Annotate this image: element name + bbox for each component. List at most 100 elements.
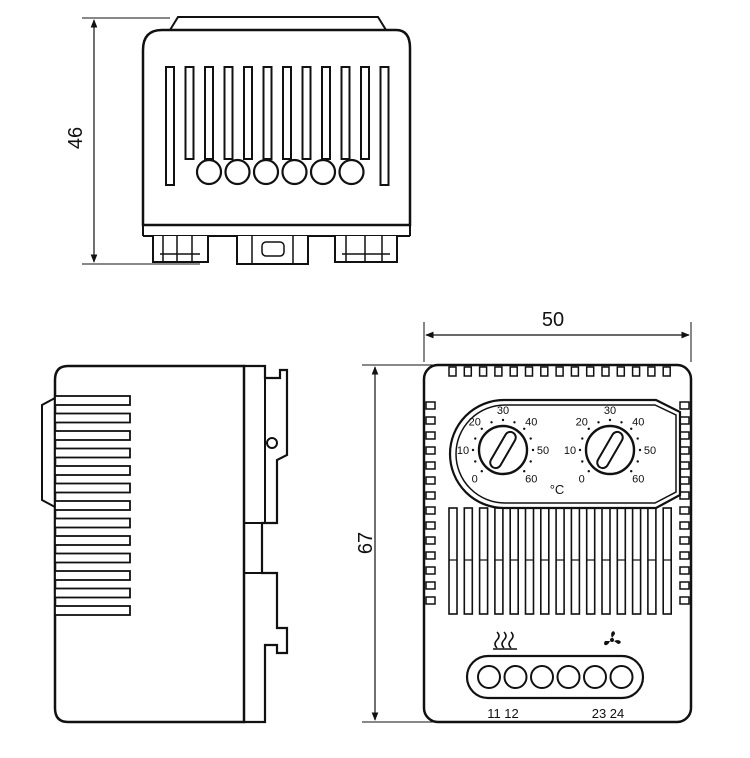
dial-tick — [523, 470, 526, 473]
terminal-hole — [252, 158, 280, 186]
vent-slot — [425, 476, 436, 485]
terminal-hole — [609, 665, 634, 689]
top-view: 46 — [65, 16, 412, 265]
vent-slot — [448, 366, 457, 377]
vent-slot — [570, 507, 581, 615]
terminal-hole — [195, 158, 223, 186]
dial-tick — [630, 470, 633, 473]
vent-slot — [509, 366, 518, 377]
dial-tick — [638, 448, 642, 452]
fan-icon — [604, 631, 621, 646]
vent-slot — [679, 566, 690, 575]
dial-scale-label: 10 — [564, 445, 576, 457]
vent-slot — [494, 366, 503, 377]
top-view-rail-clip-right — [334, 236, 398, 263]
dial-scale-label: 50 — [644, 445, 656, 457]
terminal-hole — [338, 158, 365, 186]
terminal-hole — [224, 158, 251, 186]
vent-slot — [478, 366, 488, 377]
terminal-label-11-12: 11 12 — [487, 706, 519, 721]
vent-slot — [282, 66, 292, 160]
vent-slot — [223, 66, 234, 160]
vent-slot — [679, 446, 690, 455]
vent-slot — [679, 416, 690, 425]
vent-slot — [647, 507, 657, 615]
dial-tick — [578, 448, 582, 452]
dial-scale-label: 20 — [469, 417, 481, 429]
vent-slot — [679, 461, 690, 470]
vent-slot — [616, 507, 627, 615]
vent-slot — [54, 465, 131, 476]
dial-scale-label: 50 — [537, 445, 549, 457]
side-view-rail-clip — [244, 364, 289, 724]
vent-slot — [679, 551, 690, 560]
vent-slot — [379, 66, 390, 186]
dial-tick — [490, 421, 493, 424]
vent-slot — [524, 366, 534, 377]
dimension-50: 50 — [542, 309, 564, 331]
terminal-holes — [477, 665, 634, 689]
vent-slot — [540, 366, 549, 377]
dial-scale-label: 40 — [525, 417, 537, 429]
vent-slot — [425, 491, 436, 500]
dial-scale-label: 30 — [497, 405, 509, 417]
vent-slot — [463, 366, 473, 377]
dial-scale-label: 60 — [632, 473, 644, 485]
vent-slot — [54, 605, 131, 616]
vent-slot — [679, 581, 690, 590]
vent-slot — [647, 366, 656, 377]
dial-scale-label: 60 — [525, 473, 537, 485]
dial-tick — [630, 427, 633, 430]
vent-slot — [463, 507, 474, 615]
dial-tick — [513, 421, 516, 424]
vent-slot — [425, 536, 436, 545]
vent-slot — [585, 507, 596, 615]
vent-slot — [616, 366, 626, 377]
vent-slot — [494, 507, 504, 615]
vent-slot — [679, 506, 690, 515]
dial-tick — [529, 460, 532, 463]
vent-slot — [54, 535, 131, 546]
vent-slot — [425, 551, 436, 560]
vent-slot — [165, 66, 175, 186]
heater-icon — [493, 631, 517, 650]
vent-slot — [631, 507, 642, 615]
terminal-hole — [530, 665, 554, 689]
top-view-rail-clip-left — [152, 236, 209, 263]
vent-slot — [679, 491, 690, 500]
dial-scale-label: 40 — [632, 417, 644, 429]
dial-tick — [587, 427, 590, 430]
dimension-67: 67 — [355, 532, 377, 554]
vent-slot — [555, 366, 564, 377]
dial-tick — [480, 470, 483, 473]
vent-slot — [509, 507, 520, 615]
front-view-side-slots — [425, 401, 690, 605]
vent-slot — [679, 596, 690, 605]
vent-slot — [54, 517, 131, 529]
vent-slot — [301, 66, 312, 160]
top-view-rail-clip-center — [236, 236, 309, 265]
front-view-top-slots — [448, 366, 671, 377]
side-view — [41, 364, 289, 724]
vent-slot — [425, 521, 436, 530]
dimension-46: 46 — [65, 127, 87, 149]
vent-slot — [524, 507, 535, 615]
terminal-label-23-24: 23 24 — [592, 706, 625, 721]
vent-slot — [425, 581, 436, 590]
vent-slot — [631, 366, 641, 377]
dial-scale-label: 0 — [579, 473, 585, 485]
terminal-hole — [556, 665, 581, 689]
dial-pointer — [489, 430, 517, 470]
dial-tick — [474, 460, 477, 463]
vent-slot — [54, 447, 131, 459]
vent-slot — [662, 507, 673, 615]
dial-tick — [587, 470, 590, 473]
vent-slot — [601, 366, 610, 377]
vent-slot — [425, 461, 436, 470]
dial-pointer — [596, 430, 624, 470]
vent-slot — [570, 366, 580, 377]
